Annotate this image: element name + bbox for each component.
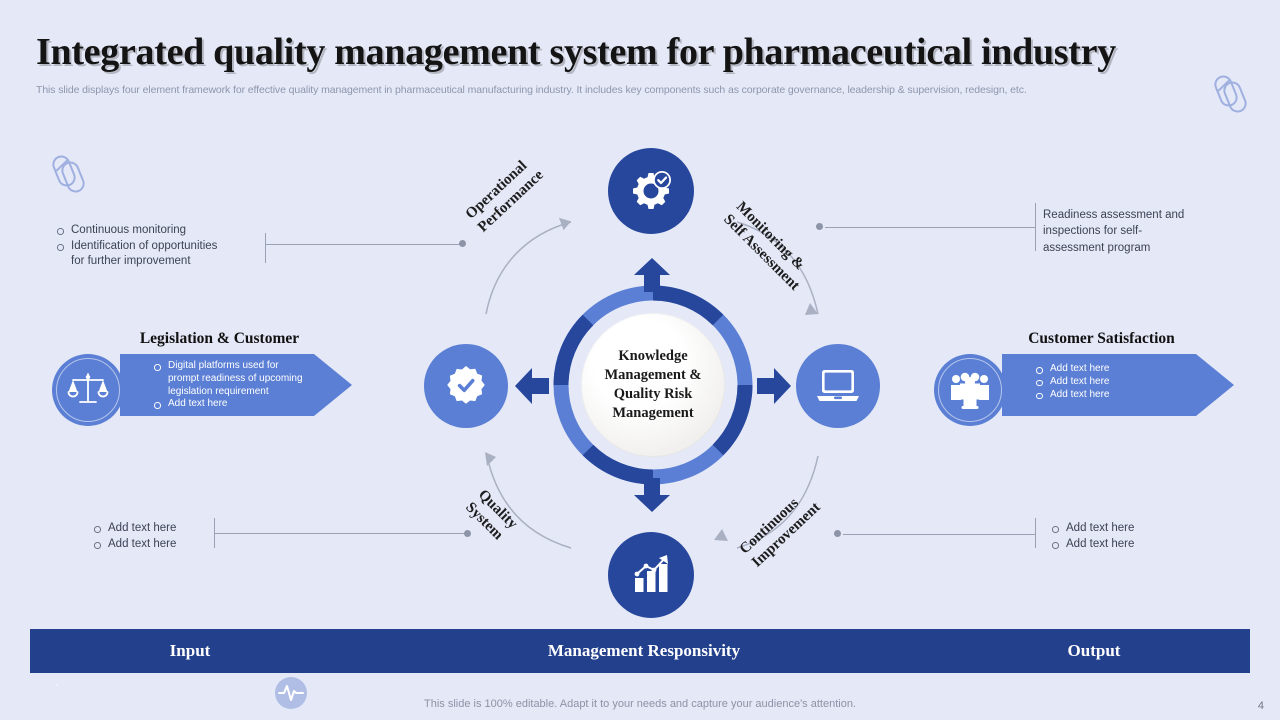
laptop-icon xyxy=(817,370,859,401)
satellite-continuous-improvement[interactable] xyxy=(608,532,694,618)
callout-top-right-text: Readiness assessment and inspections for… xyxy=(1043,209,1185,254)
hub-arrow-down xyxy=(634,478,670,517)
banner-right-icon-circle xyxy=(934,354,1006,426)
list-item: Add text here xyxy=(1034,363,1224,376)
callout-top-left-list: Continuous monitoring Identification of … xyxy=(55,223,265,270)
leader-line-bottom-right xyxy=(843,534,1035,535)
leader-line-top-right-vertical xyxy=(1035,203,1036,251)
page-title: Integrated quality management system for… xyxy=(36,31,1116,73)
curve-label-quality-system: Quality System xyxy=(461,486,521,546)
curve-label-continuous-improvement: Continuous Improvement xyxy=(736,486,825,572)
satellite-operational-performance[interactable] xyxy=(608,148,694,234)
hub-label-line3: Quality Risk xyxy=(613,386,693,402)
callout-bottom-left-list: Add text here Add text here xyxy=(92,521,262,552)
people-group-icon xyxy=(951,372,989,409)
list-item: Add text here xyxy=(1050,537,1220,552)
banner-right-heading: Customer Satisfaction xyxy=(1028,330,1175,347)
hub-label-line4: Management xyxy=(612,405,694,422)
list-item: Identification of opportunities for furt… xyxy=(55,239,265,269)
banner-right-list: Add text here Add text here Add text her… xyxy=(1034,363,1224,401)
bar-chart-growth-icon xyxy=(634,555,668,592)
satellite-monitoring-self-assessment[interactable] xyxy=(796,344,880,428)
banner-left-icon-circle xyxy=(52,354,124,426)
banner-legislation-customer[interactable]: Legislation & Customer Digital platforms… xyxy=(52,330,352,686)
list-item: Add text here xyxy=(92,521,262,536)
footer-cell-output: Output xyxy=(1067,641,1121,660)
callout-top-left: Continuous monitoring Identification of … xyxy=(55,223,265,271)
footer-bar: Input Management Responsivity Output xyxy=(30,629,1250,673)
leader-dot-top-left xyxy=(459,240,466,247)
hub-arrow-right xyxy=(757,368,791,409)
banner-left-heading: Legislation & Customer xyxy=(139,330,300,347)
capsule-decoration-icon xyxy=(1210,72,1254,116)
list-item: Add text here xyxy=(1034,376,1224,389)
heartbeat-decoration-icon xyxy=(270,672,312,714)
curve-label-operational-performance: Operational Performance xyxy=(462,153,548,237)
page-subtitle: This slide displays four element framewo… xyxy=(36,84,1027,96)
list-item: Add text here xyxy=(152,398,342,411)
leader-dot-bottom-right xyxy=(834,530,841,537)
callout-bottom-right-list: Add text here Add text here xyxy=(1050,521,1220,552)
footnote-text: This slide is 100% editable. Adapt it to… xyxy=(424,698,856,710)
callout-bottom-left: Add text here Add text here xyxy=(92,521,262,553)
satellite-quality-system[interactable] xyxy=(424,344,508,428)
list-item: Digital platforms used for prompt readin… xyxy=(152,360,342,398)
hub-ring xyxy=(553,285,753,485)
gear-check-icon xyxy=(633,171,671,209)
leader-line-top-right xyxy=(825,227,1035,228)
page-number: 4 xyxy=(1257,700,1264,712)
leader-dot-top-right xyxy=(816,223,823,230)
list-item: Add text here xyxy=(92,537,262,552)
leader-line-top-left-vertical xyxy=(265,233,266,263)
hub-arrow-up xyxy=(634,258,670,297)
curve-label-monitoring-self-assessment: Monitoring & Self Assessment xyxy=(719,198,816,295)
list-item: Continuous monitoring xyxy=(55,223,265,238)
leader-line-bottom-left xyxy=(214,533,468,534)
hub-label-line1: Knowledge xyxy=(618,347,688,364)
callout-bottom-right: Add text here Add text here xyxy=(1050,521,1220,553)
banner-customer-satisfaction[interactable]: Customer Satisfaction xyxy=(934,330,1234,426)
hub-label-line2: Management & xyxy=(604,366,702,383)
list-item: Add text here xyxy=(1050,521,1220,536)
footer-cell-management-responsivity: Management Responsivity xyxy=(547,641,741,660)
banner-left-list: Digital platforms used for prompt readin… xyxy=(152,360,342,411)
callout-top-right: Readiness assessment and inspections for… xyxy=(1043,207,1193,256)
leader-line-top-left xyxy=(265,244,463,245)
central-hub: Knowledge Management & Quality Risk Mana… xyxy=(553,285,753,485)
capsule-decoration-icon xyxy=(48,152,92,196)
badge-check-icon xyxy=(447,366,485,404)
hub-label: Knowledge Management & Quality Risk Mana… xyxy=(591,347,715,424)
hub-core: Knowledge Management & Quality Risk Mana… xyxy=(581,313,725,457)
scales-balance-icon xyxy=(67,373,109,403)
hub-arrow-left xyxy=(515,368,549,409)
list-item: Add text here xyxy=(1034,389,1224,402)
footer-cell-input: Input xyxy=(169,641,211,660)
leader-line-bottom-right-vertical xyxy=(1035,518,1036,548)
leader-dot-bottom-left xyxy=(464,530,471,537)
